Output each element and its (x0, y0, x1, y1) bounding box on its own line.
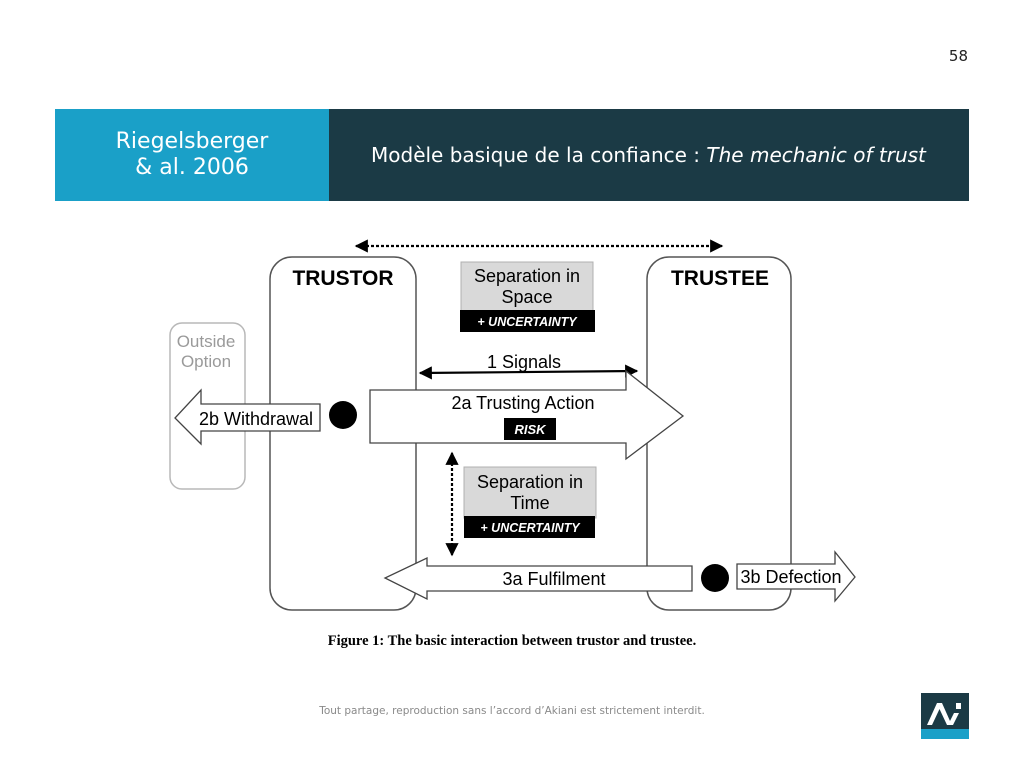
footer-notice: Tout partage, reproduction sans l’accord… (319, 705, 705, 717)
separation-time-line-1: Separation in (477, 472, 583, 492)
withdrawal-label: 2b Withdrawal (199, 409, 313, 429)
uncertainty-time-badge (464, 516, 595, 538)
signals-label: 1 Signals (487, 352, 561, 372)
trusting-action-label: 2a Trusting Action (451, 393, 594, 413)
trustee-decision-node (701, 564, 729, 592)
trustee-label: TRUSTEE (671, 267, 769, 290)
signals-arrow (418, 364, 639, 380)
trust-diagram: Outside Option TRUSTOR TRUSTEE Separatio… (169, 239, 856, 611)
uncertainty-space-badge (460, 310, 595, 332)
author-line-1: Riegelsberger (115, 129, 269, 154)
fulfilment-label: 3a Fulfilment (502, 569, 605, 589)
trustor-label: TRUSTOR (292, 267, 393, 290)
slide-title: Modèle basique de la confiance : The mec… (329, 109, 969, 201)
defection-arrow (736, 550, 856, 603)
uncertainty-time-label: + UNCERTAINTY (480, 521, 581, 535)
separation-space-box (460, 261, 594, 314)
akiani-logo-icon (921, 693, 969, 739)
trusting-action-arrow (369, 369, 685, 461)
withdrawal-arrow (174, 388, 321, 446)
author-line-2: & al. 2006 (135, 155, 249, 180)
separation-space-line-1: Separation in (474, 266, 580, 286)
slide-title-italic: The mechanic of trust (706, 143, 926, 167)
risk-label: RISK (514, 422, 547, 437)
page-number: 58 (948, 47, 968, 65)
figure-caption: Figure 1: The basic interaction between … (327, 633, 697, 649)
risk-badge (504, 418, 556, 440)
outside-option-line-1: Outside (177, 332, 236, 351)
defection-label: 3b Defection (740, 567, 841, 587)
trustor-decision-node (329, 401, 357, 429)
outside-option-line-2: Option (181, 352, 231, 371)
author-block: Riegelsberger & al. 2006 (55, 109, 329, 201)
slide-header: Riegelsberger & al. 2006 Modèle basique … (55, 109, 969, 201)
trustee-box (646, 256, 792, 611)
separation-space-line-2: Space (501, 287, 552, 307)
separation-time-line-2: Time (510, 493, 549, 513)
slide-title-main: Modèle basique de la confiance : (371, 143, 701, 167)
uncertainty-space-label: + UNCERTAINTY (477, 315, 578, 329)
fulfilment-arrow (383, 556, 693, 601)
